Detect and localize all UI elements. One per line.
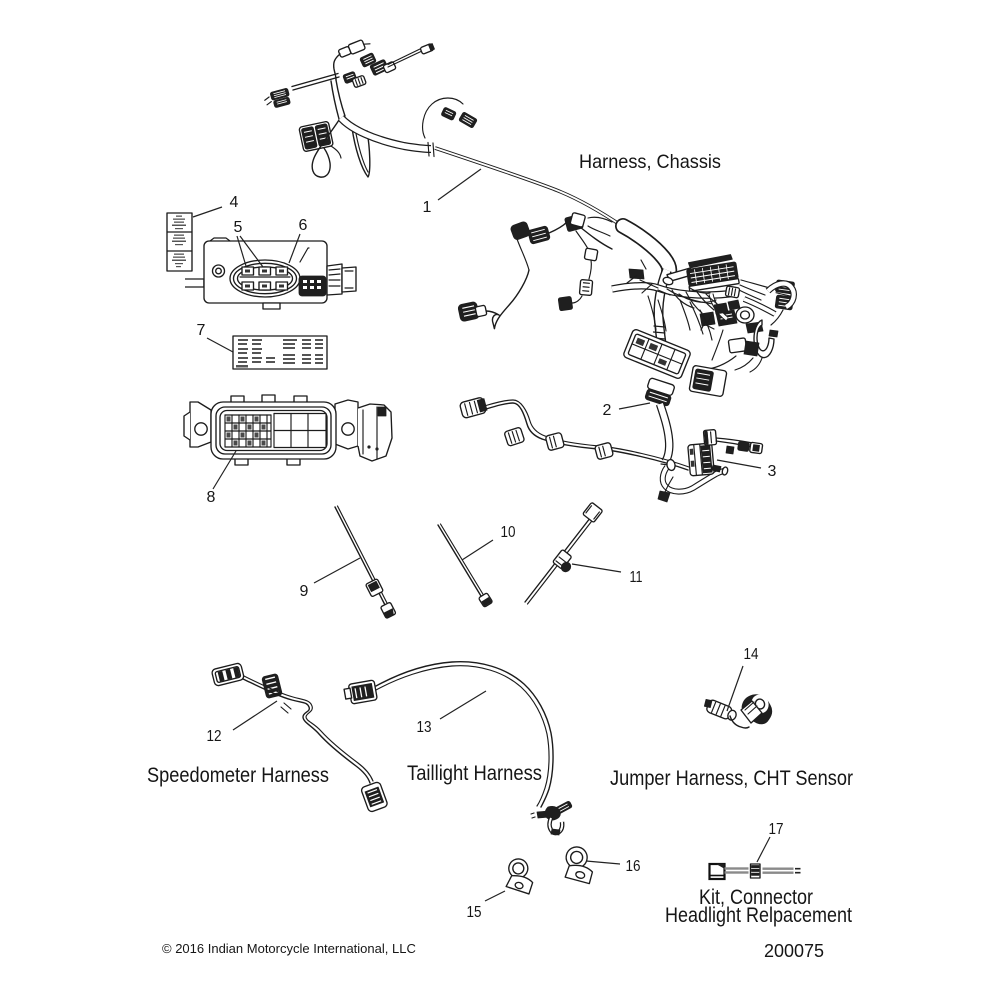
svg-text:4: 4 [230, 194, 239, 211]
svg-text:14: 14 [744, 646, 759, 663]
svg-text:Headlight Relpacement: Headlight Relpacement [665, 903, 852, 927]
svg-text:5: 5 [234, 219, 243, 236]
svg-text:11: 11 [630, 569, 643, 586]
svg-text:Jumper Harness, CHT Sensor: Jumper Harness, CHT Sensor [610, 766, 853, 790]
svg-text:13: 13 [417, 719, 432, 736]
svg-text:15: 15 [467, 904, 482, 921]
svg-text:1: 1 [423, 199, 432, 216]
svg-text:8: 8 [207, 489, 216, 506]
svg-text:3: 3 [768, 463, 777, 480]
svg-text:© 2016 Indian Motorcycle Inter: © 2016 Indian Motorcycle International, … [162, 941, 416, 956]
svg-text:7: 7 [197, 322, 206, 339]
svg-text:Speedometer Harness: Speedometer Harness [147, 763, 329, 787]
svg-text:200075: 200075 [764, 941, 824, 961]
svg-text:9: 9 [300, 583, 309, 600]
svg-text:17: 17 [769, 821, 784, 838]
svg-text:2: 2 [603, 402, 612, 419]
svg-text:Kit, Connector: Kit, Connector [699, 885, 813, 909]
svg-text:12: 12 [207, 728, 222, 745]
svg-text:6: 6 [299, 217, 308, 234]
svg-text:Harness, Chassis: Harness, Chassis [579, 151, 721, 173]
svg-text:Taillight Harness: Taillight Harness [407, 761, 542, 785]
svg-text:16: 16 [626, 858, 641, 875]
svg-text:10: 10 [501, 524, 516, 541]
